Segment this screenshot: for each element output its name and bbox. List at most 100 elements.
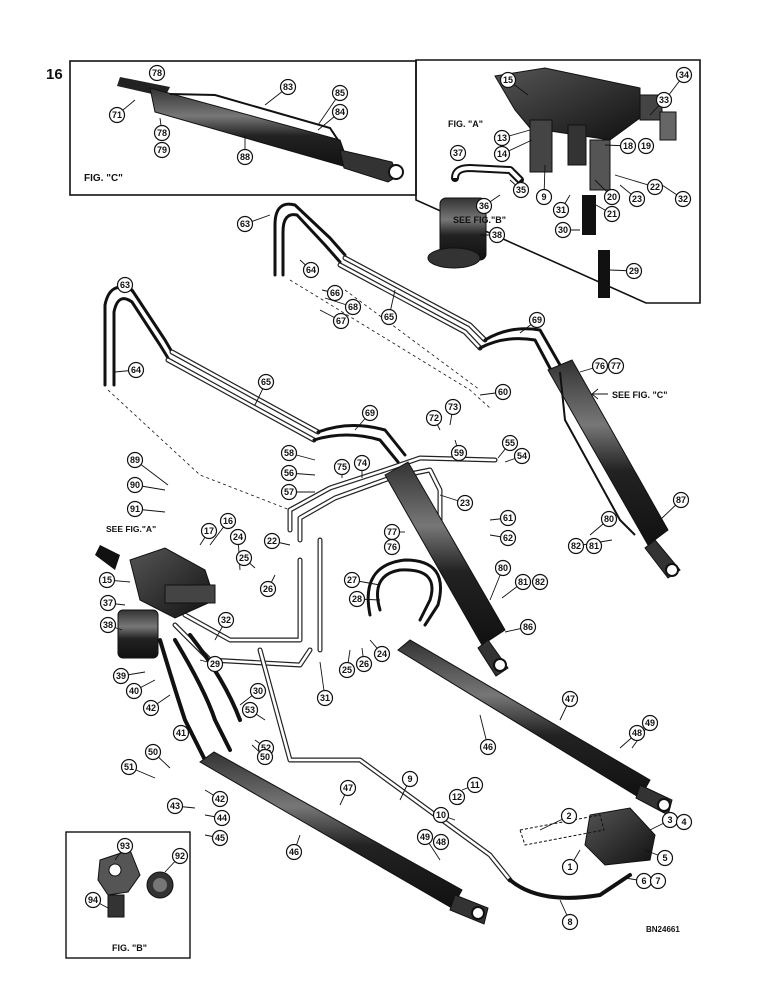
callout-65: 65 [380,308,398,326]
callout-28: 28 [348,590,366,608]
callout-76: 76 [591,357,609,375]
callout-circle [339,779,357,797]
callout-number: 48 [436,837,446,847]
callout-12: 12 [448,788,466,806]
callout-circle [200,522,218,540]
callout-number: 66 [330,288,340,298]
callout-number: 45 [215,833,225,843]
callout-circle [383,538,401,556]
callout-number: 34 [679,70,689,80]
callout-number: 80 [604,514,614,524]
callout-number: 47 [343,783,353,793]
callout-27: 27 [343,571,361,589]
callout-circle [531,573,549,591]
callout-circle [257,373,275,391]
callout-number: 60 [498,387,508,397]
callout-41: 41 [172,724,190,742]
callout-circle [450,444,468,462]
callout-circle [338,661,356,679]
drawing-number: BN24661 [646,925,680,934]
callout-circle [466,776,484,794]
callout-number: 27 [347,575,357,585]
callout-number: 4 [681,817,686,827]
callout-number: 43 [170,801,180,811]
callout-number: 54 [517,451,527,461]
figure-b-frame [65,831,191,959]
callout-84: 84 [331,103,349,121]
callout-number: 49 [645,718,655,728]
callout-38: 38 [99,616,117,634]
callout-number: 25 [342,665,352,675]
callout-circle [499,71,517,89]
callout-number: 25 [239,553,249,563]
callout-circle [235,549,253,567]
callout-42: 42 [142,699,160,717]
callout-number: 94 [88,895,98,905]
callout-81: 81 [514,573,532,591]
callout-number: 12 [452,792,462,802]
callout-number: 68 [348,302,358,312]
callout-60: 60 [494,383,512,401]
callout-number: 42 [146,703,156,713]
callout-18: 18 [619,137,637,155]
callout-82: 82 [531,573,549,591]
callout-90: 90 [126,476,144,494]
callout-43: 43 [166,797,184,815]
callout-number: 77 [611,361,621,371]
callout-82: 82 [567,537,585,555]
callout-29: 29 [206,655,224,673]
callout-circle [449,144,467,162]
callout-79: 79 [153,141,171,159]
figure-c-label: FIG. "C" [84,173,123,184]
callout-94: 94 [84,891,102,909]
callout-63: 63 [236,215,254,233]
callout-9: 9 [401,770,419,788]
callout-75: 75 [333,458,351,476]
callout-58: 58 [280,444,298,462]
callout-37: 37 [449,144,467,162]
callout-6: 6 [635,872,653,890]
callout-77: 77 [607,357,625,375]
callout-92: 92 [171,847,189,865]
callout-83: 83 [279,78,297,96]
filter-canister-fig-a [427,164,524,269]
callout-circle [126,451,144,469]
callout-31: 31 [552,201,570,219]
callout-circle [494,559,512,577]
callout-number: 28 [352,594,362,604]
callout-46: 46 [479,738,497,756]
callout-number: 61 [503,513,513,523]
callout-number: 92 [175,851,185,861]
callout-number: 15 [503,75,513,85]
figure-a-label: FIG. "A" [448,119,483,129]
callout-circle [112,667,130,685]
callout-circle [229,528,247,546]
callout-number: 53 [245,705,255,715]
callout-42: 42 [211,790,229,808]
callout-number: 19 [641,141,651,151]
callout-22: 22 [646,178,664,196]
callout-3: 3 [661,811,679,829]
callout-78: 78 [148,64,166,82]
callout-circle [656,849,674,867]
callout-64: 64 [127,361,145,379]
callout-81: 81 [585,537,603,555]
callout-circle [326,284,344,302]
callout-72: 72 [425,409,443,427]
callout-47: 47 [339,779,357,797]
callout-number: 46 [289,847,299,857]
callout-circle [552,201,570,219]
callout-circle [628,190,646,208]
callout-number: 74 [357,458,367,468]
callout-35: 35 [512,181,530,199]
see-fig-b-ref: SEE FIG."B" [453,215,506,225]
callout-19: 19 [637,137,655,155]
pump-assembly [519,807,656,866]
callout-circle [249,682,267,700]
arrow-see-fig-a [95,545,120,570]
callout-circle [348,590,366,608]
callout-number: 38 [103,620,113,630]
callout-48: 48 [628,724,646,742]
callout-26: 26 [355,655,373,673]
